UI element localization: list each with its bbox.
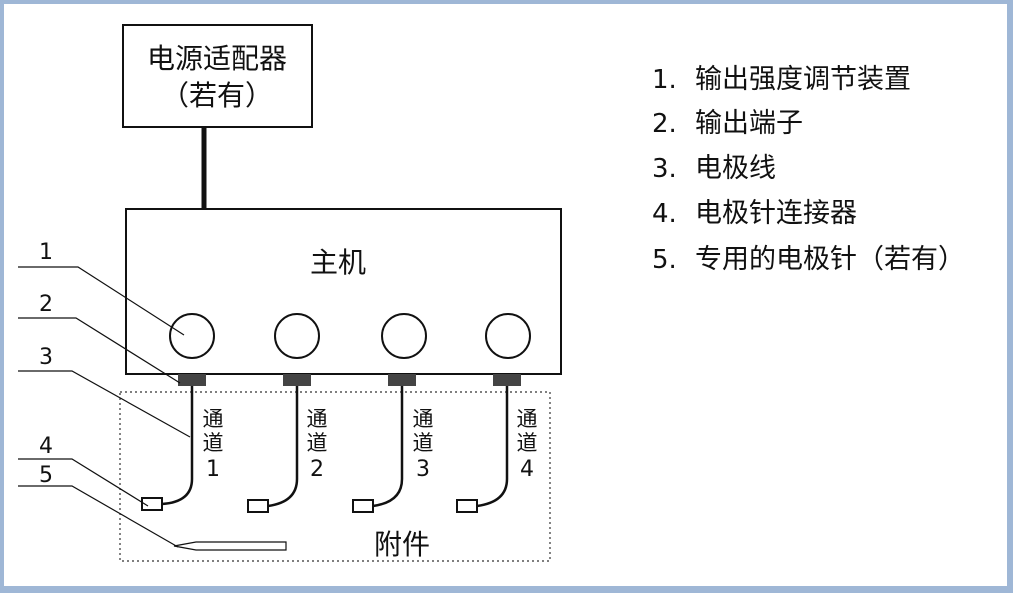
legend-item-2-text: 输出端子 (695, 108, 803, 139)
electrode-wire-3 (372, 386, 404, 508)
needle-connector-2 (247, 499, 269, 513)
channel-1-char1: 通 (203, 407, 224, 431)
electrode-needle (173, 541, 287, 551)
channel-4-number: 4 (520, 457, 534, 482)
device-diagram: 电源适配器 （若有） 主机 附件 通 道 1 通 道 2 通 道 3 通 (18, 24, 965, 562)
accessory-box (119, 391, 551, 562)
output-terminal-4 (493, 374, 521, 386)
channel-label-1: 通 道 1 (203, 407, 224, 482)
legend-item-2-number: 2. (652, 109, 677, 139)
callout-leader-4 (18, 458, 149, 507)
power-adapter-box (122, 24, 313, 128)
intensity-knob-1 (169, 313, 215, 359)
intensity-knob-3 (381, 313, 427, 359)
output-terminal-1 (178, 374, 206, 386)
needle-connector-3 (352, 499, 374, 513)
electrode-wire-2 (267, 386, 299, 508)
legend-item-3-text: 电极线 (695, 153, 776, 184)
electrode-wire-1 (161, 386, 194, 506)
channel-label-3: 通 道 3 (413, 407, 434, 482)
callout-leader-1 (18, 266, 185, 336)
intensity-knob-2 (274, 313, 320, 359)
legend-item-1-text: 输出强度调节装置 (695, 64, 911, 95)
channel-1-char2: 道 (203, 431, 224, 455)
intensity-knob-4 (485, 313, 531, 359)
callout-number-3: 3 (39, 345, 53, 370)
output-terminal-2 (283, 374, 311, 386)
diagram-frame: 电源适配器 （若有） 主机 附件 通 道 1 通 道 2 通 道 3 通 (4, 4, 1007, 586)
channel-3-char2: 道 (413, 431, 434, 455)
output-terminal-3 (388, 374, 416, 386)
legend-item-5-text: 专用的电极针（若有） (695, 244, 965, 275)
legend-item-4-text: 电极针连接器 (695, 198, 857, 229)
adapter-label-line2: （若有） (161, 79, 273, 112)
channel-3-char1: 通 (413, 407, 434, 431)
adapter-label-line1: 电源适配器 (147, 42, 287, 75)
callout-number-4: 4 (39, 434, 53, 459)
channel-2-number: 2 (310, 457, 324, 482)
callout-number-1: 1 (39, 240, 53, 265)
channel-2-char2: 道 (307, 431, 328, 455)
channel-4-char1: 通 (517, 407, 538, 431)
channel-1-number: 1 (206, 457, 220, 482)
channel-2-char1: 通 (307, 407, 328, 431)
legend-item-4-number: 4. (652, 199, 677, 229)
legend-item-1-number: 1. (652, 65, 677, 95)
accessory-label: 附件 (374, 528, 430, 561)
needle-connector-4 (456, 499, 478, 513)
channel-3-number: 3 (416, 457, 430, 482)
electrode-wire-4 (476, 386, 509, 508)
callout-number-2: 2 (39, 292, 53, 317)
callout-leader-3 (18, 370, 191, 438)
host-box (125, 208, 562, 375)
needle-connector-1 (141, 497, 163, 511)
host-label: 主机 (310, 246, 366, 279)
callout-leader-2 (18, 317, 181, 384)
channel-label-2: 通 道 2 (307, 407, 328, 482)
channel-4-char2: 道 (517, 431, 538, 455)
legend-item-3-number: 3. (652, 154, 677, 184)
channel-label-4: 通 道 4 (517, 407, 538, 482)
legend-item-5-number: 5. (652, 245, 677, 275)
callout-number-5: 5 (39, 463, 53, 488)
legend: 1. 输出强度调节装置 2. 输出端子 3. 电极线 4. 电极针连接器 5. … (652, 64, 965, 275)
callout-leader-5 (18, 485, 179, 548)
